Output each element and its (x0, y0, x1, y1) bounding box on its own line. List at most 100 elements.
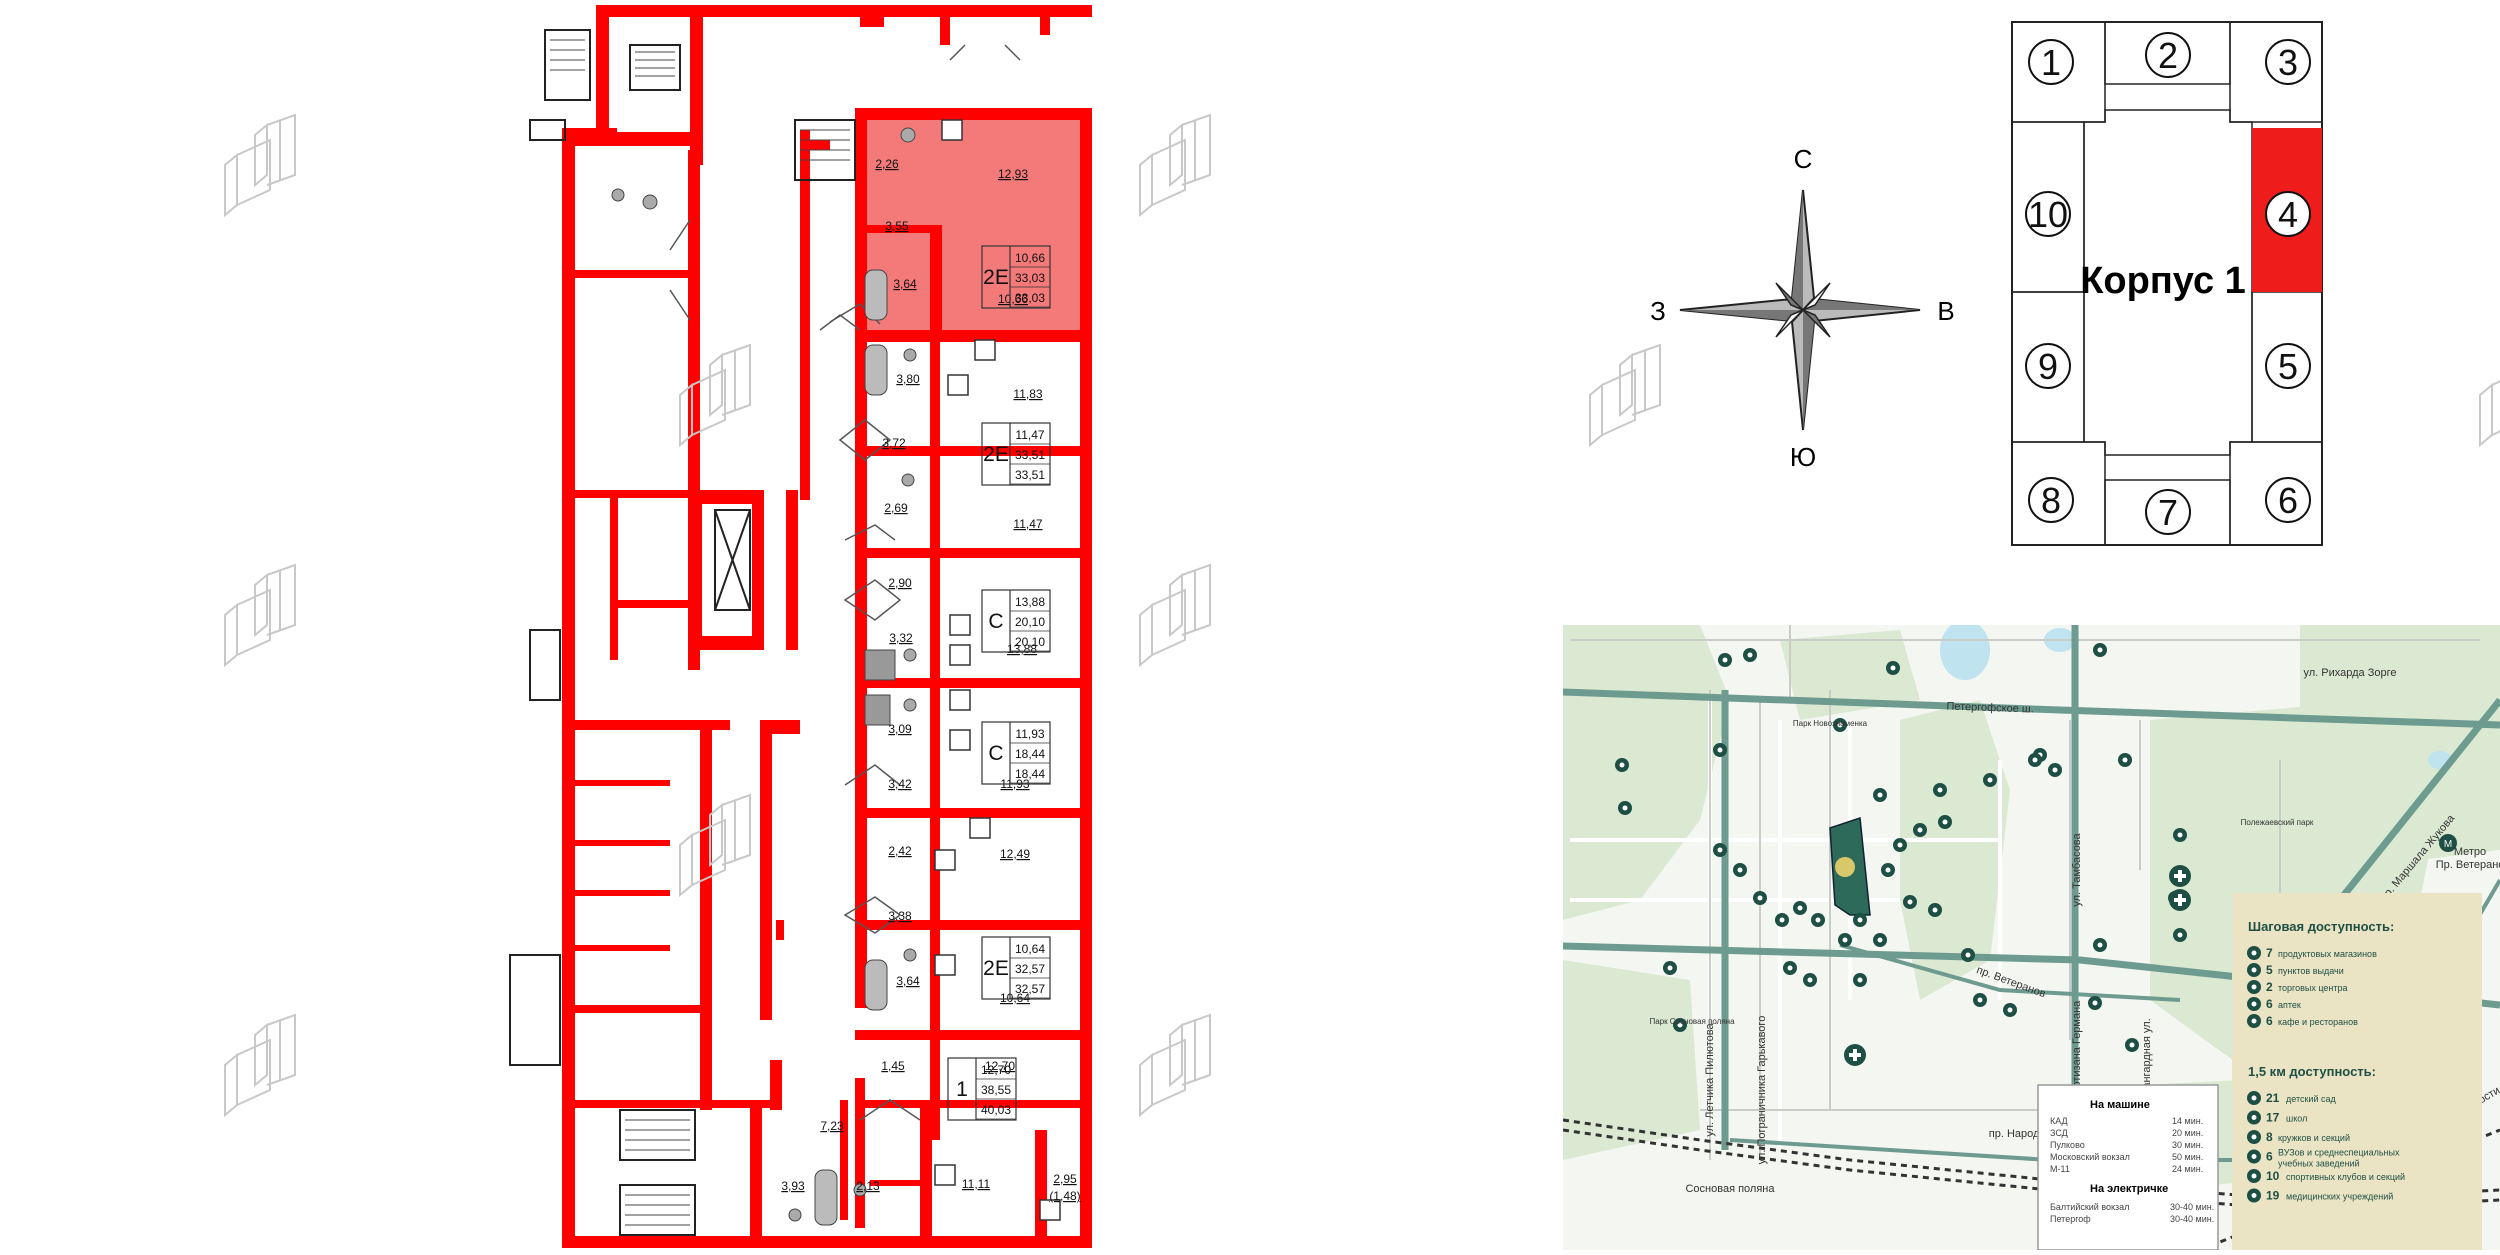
unit-type: С (988, 742, 1003, 765)
poi-icon (1873, 933, 1887, 947)
section-3[interactable]: 3 (2265, 39, 2311, 85)
courtyard (2083, 109, 2253, 456)
street-label: Авангардная ул. (2141, 1018, 2153, 1101)
street-label: Парк Сосновая поляна (1649, 1017, 1735, 1026)
compass-south-label: Ю (1790, 442, 1816, 472)
poi-icon (1933, 783, 1947, 797)
map-poi-icons: М (1615, 643, 2457, 1066)
unit-value: 20,10 (1015, 615, 1045, 629)
section-10[interactable]: 10 (2025, 191, 2071, 237)
watermark-logo (2479, 380, 2500, 448)
doors (669, 44, 1021, 1121)
stair-steps (550, 39, 850, 1226)
section-9[interactable]: 9 (2025, 343, 2071, 389)
unit-value: 20,10 (1015, 635, 1045, 649)
accessibility-text: школ (2286, 1114, 2307, 1124)
street-label: Сосновая поляна (1685, 1183, 1775, 1195)
walk-title: Шаговая доступность: (2248, 919, 2394, 934)
room-area: 3,64 (896, 974, 920, 988)
hospital-icon (2169, 865, 2191, 887)
accessibility-count: 7 (2266, 946, 2273, 960)
accessibility-count: 10 (2266, 1169, 2280, 1183)
accessibility-count: 8 (2266, 1130, 2273, 1144)
accessibility-text: детский сад (2286, 1094, 2336, 1104)
section-4[interactable]: 4 (2265, 191, 2311, 237)
accessibility-text: спортивных клубов и секций (2286, 1172, 2405, 1182)
section-5[interactable]: 5 (2265, 343, 2311, 389)
bathroom-fixtures (611, 127, 917, 1226)
hospital-icon (2169, 889, 2191, 911)
accessibility-count: 6 (2266, 1014, 2273, 1028)
svg-text:8: 8 (2041, 480, 2061, 521)
poi-icon (1753, 891, 1767, 905)
svg-text:6: 6 (2278, 480, 2298, 521)
street-label: Метро (2454, 846, 2486, 858)
poi-icon (1928, 903, 1942, 917)
section-1[interactable]: 1 (2028, 39, 2074, 85)
car-time: 30 мин. (2172, 1140, 2203, 1150)
walls (562, 5, 1092, 1248)
poi-icon (2093, 938, 2107, 952)
poi-icon (1881, 863, 1895, 877)
section-7[interactable]: 7 (2145, 489, 2191, 535)
unit-value: 40,03 (981, 1103, 1011, 1117)
poi-icon (1663, 961, 1677, 975)
watermark-logo (679, 793, 751, 898)
compass-north-label: С (1794, 144, 1813, 174)
accessibility-text: медицинских учреждений (2286, 1192, 2393, 1202)
room-area: 12,93 (998, 167, 1028, 181)
room-area: 2,13 (856, 1179, 880, 1193)
unit-value: 33,51 (1015, 448, 1045, 462)
accessibility-text: торговых центра (2278, 983, 2348, 993)
room-area: 3,09 (888, 722, 912, 736)
unit-value: 13,88 (1015, 595, 1045, 609)
unit-value: 32,57 (1015, 982, 1045, 996)
unit-value: 10,66 (1015, 251, 1045, 265)
room-area: 11,11 (962, 1177, 991, 1191)
accessibility-count: 5 (2266, 963, 2273, 977)
compass-rose: С Ю З В (1650, 144, 1955, 472)
poi-icon (1743, 648, 1757, 662)
accessibility-count: 19 (2266, 1189, 2280, 1203)
section-6[interactable]: 6 (2265, 477, 2311, 523)
room-area: 2,26 (875, 157, 899, 171)
selected-apartment[interactable] (860, 112, 1090, 332)
room-area-labels: 2,2612,933,553,6410,663,8011,833,722,691… (781, 157, 1080, 1203)
section-2[interactable]: 2 (2145, 32, 2191, 78)
section-8[interactable]: 8 (2028, 477, 2074, 523)
room-area: 3,38 (888, 909, 912, 923)
unit-value: 11,47 (1015, 428, 1044, 442)
unit-value: 18,44 (1015, 747, 1045, 761)
room-area: 3,80 (896, 372, 920, 386)
room-area: 3,93 (781, 1179, 805, 1193)
car-time: 24 мин. (2172, 1164, 2203, 1174)
poi-icon (1853, 913, 1867, 927)
unit-value: 12,70 (981, 1063, 1011, 1077)
poi-icon (1838, 933, 1852, 947)
car-title: На машине (2090, 1099, 2150, 1111)
accessibility-item: 10 спортивных клубов и секций (2247, 1169, 2405, 1183)
accessibility-count: 6 (2266, 997, 2273, 1011)
unit-type: 2Е (983, 443, 1009, 466)
watermark-logo (224, 563, 296, 668)
unit-labels: 2Е10,6633,0333,032Е11,4733,5133,51С13,88… (947, 245, 1051, 1121)
unit-value: 33,03 (1015, 291, 1045, 305)
street-label: Парк Новознаменка (1793, 719, 1868, 728)
room-area: 12,49 (1000, 847, 1030, 861)
poi-icon (1873, 788, 1887, 802)
room-area: 7,23 (820, 1119, 844, 1133)
poi-icon (2088, 996, 2102, 1010)
